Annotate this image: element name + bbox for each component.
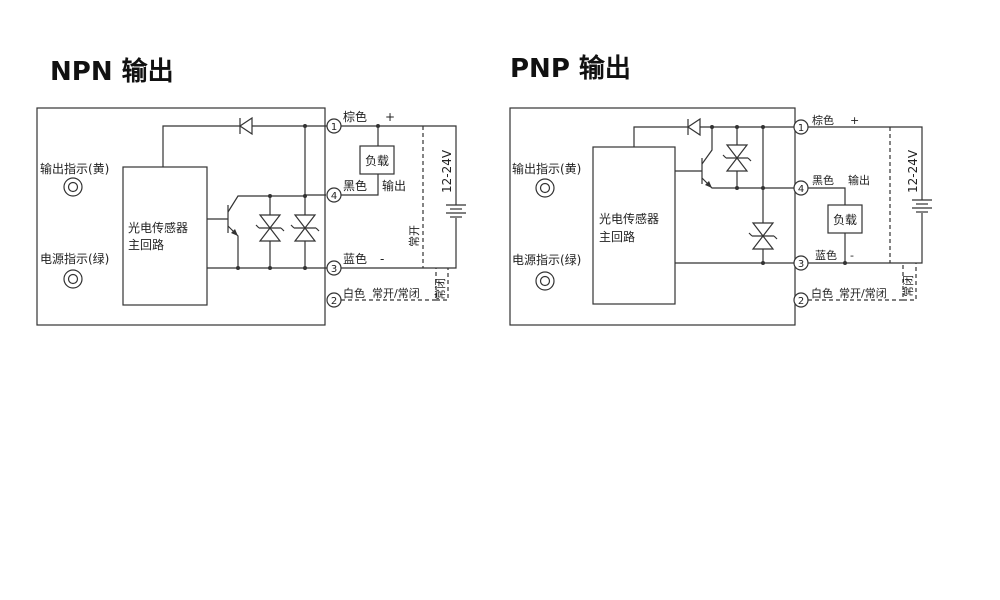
npn-minus-label: - bbox=[380, 252, 384, 266]
npn-no-nc-label: 常开/常闭 bbox=[372, 287, 420, 300]
pnp-wire-white-label: 白色 bbox=[811, 286, 833, 300]
npn-diode-icon bbox=[238, 116, 253, 136]
npn-load-box bbox=[359, 145, 395, 175]
npn-ext-blue bbox=[341, 218, 457, 269]
svg-text:1: 1 bbox=[798, 123, 804, 134]
pnp-load-label: 负载 bbox=[833, 213, 857, 227]
pnp-title: PNP 输出 bbox=[510, 53, 631, 84]
npn-pin-2: 2 bbox=[326, 292, 342, 308]
npn-led-output-inner bbox=[67, 181, 79, 193]
pnp-led-power-label: 电源指示(绿) bbox=[512, 252, 581, 267]
npn-voltage-label: 12-24V bbox=[440, 149, 454, 193]
npn-wire-blue-label: 蓝色 bbox=[343, 252, 367, 266]
npn-led-power-label: 电源指示(绿) bbox=[40, 251, 109, 266]
npn-wire-black-label: 黑色 bbox=[343, 179, 367, 193]
pnp-wire-blue-label: 蓝色 bbox=[815, 248, 837, 262]
pnp-led-power-icon bbox=[535, 271, 555, 291]
svg-text:3: 3 bbox=[331, 264, 337, 275]
npn-node bbox=[268, 266, 272, 270]
npn-led-output-icon bbox=[63, 177, 83, 197]
npn-normally-open-label: 常开 bbox=[408, 225, 421, 247]
pnp-minus-label: - bbox=[850, 249, 854, 262]
pnp-voltage-label: 12-24V bbox=[906, 149, 920, 193]
pnp-node bbox=[843, 261, 847, 265]
pnp-tvs-diode-icon bbox=[722, 127, 752, 188]
pnp-led-output-inner bbox=[539, 182, 551, 194]
npn-pin-4: 4 bbox=[326, 187, 342, 203]
npn-main-circuit-label-1: 光电传感器 bbox=[128, 220, 188, 235]
svg-text:2: 2 bbox=[331, 296, 337, 307]
pnp-main-circuit-label-1: 光电传感器 bbox=[599, 211, 659, 226]
pnp-no-nc-label: 常开/常闭 bbox=[839, 287, 887, 300]
svg-text:4: 4 bbox=[798, 184, 804, 195]
npn-normally-closed-label: 常闭 bbox=[434, 278, 447, 300]
pnp-tvs-diode-icon bbox=[748, 188, 778, 263]
npn-node bbox=[303, 266, 307, 270]
pnp-led-output-label: 输出指示(黄) bbox=[512, 161, 581, 176]
npn-led-output-label: 输出指示(黄) bbox=[40, 161, 109, 176]
pnp-pin-2: 2 bbox=[793, 292, 809, 308]
pnp-plus-label: + bbox=[850, 114, 859, 127]
svg-text:2: 2 bbox=[798, 296, 804, 307]
pnp-pin-1: 1 bbox=[793, 119, 809, 135]
npn-led-power-icon bbox=[63, 269, 83, 289]
pnp-normally-closed-label: 常闭 bbox=[902, 275, 915, 297]
npn-node bbox=[303, 124, 307, 128]
pnp-wire-top bbox=[633, 126, 688, 147]
svg-text:4: 4 bbox=[331, 191, 337, 202]
pnp-pin-4: 4 bbox=[793, 180, 809, 196]
pnp-ext-brown bbox=[808, 126, 923, 200]
npn-wire-black bbox=[341, 174, 379, 196]
npn-wire-brown-label: 棕色 bbox=[343, 109, 367, 124]
pnp-node bbox=[710, 125, 714, 129]
npn-pin-1: 1 bbox=[326, 118, 342, 134]
npn-wire-white-label: 白色 bbox=[343, 286, 365, 300]
pnp-wire-black-label: 黑色 bbox=[812, 173, 834, 187]
npn-load-label: 负载 bbox=[365, 154, 389, 168]
npn-pin-3: 3 bbox=[326, 260, 342, 276]
pnp-wire-black bbox=[808, 187, 846, 205]
pnp-led-power-inner bbox=[539, 275, 551, 287]
npn-node bbox=[236, 266, 240, 270]
npn-wire-top bbox=[162, 125, 240, 167]
npn-title: NPN 输出 bbox=[50, 56, 174, 87]
pnp-wire-brown-label: 棕色 bbox=[812, 113, 834, 127]
npn-tvs-diode-icon bbox=[290, 196, 320, 268]
pnp-battery-icon bbox=[912, 199, 932, 213]
npn-plus-label: + bbox=[385, 110, 395, 124]
npn-diagram: NPN 输出 光电传感器 主回路 输出指示(黄) 电源指示(绿) bbox=[36, 56, 466, 326]
pnp-diode-icon bbox=[686, 117, 701, 137]
pnp-output-label: 输出 bbox=[848, 173, 870, 187]
svg-text:1: 1 bbox=[331, 122, 337, 133]
npn-led-power-inner bbox=[67, 273, 79, 285]
svg-text:3: 3 bbox=[798, 259, 804, 270]
pnp-diagram: PNP 输出 光电传感器 主回路 输出指示(黄) 电源指示(绿) bbox=[509, 53, 932, 326]
pnp-transistor-collector bbox=[701, 127, 713, 165]
npn-tvs-diode-icon bbox=[255, 196, 285, 268]
npn-dashed-closed bbox=[436, 268, 449, 301]
npn-output-label: 输出 bbox=[382, 178, 406, 193]
pnp-transistor-arrow bbox=[705, 181, 712, 188]
npn-main-circuit-label-2: 主回路 bbox=[128, 237, 164, 252]
npn-transistor-collector bbox=[227, 195, 305, 213]
npn-transistor-arrow bbox=[231, 229, 238, 236]
pnp-main-circuit bbox=[592, 146, 676, 305]
pnp-dashed-closed bbox=[903, 263, 917, 301]
npn-ext-brown bbox=[341, 125, 457, 205]
pnp-node bbox=[761, 261, 765, 265]
pnp-load-box bbox=[827, 204, 863, 234]
npn-main-circuit bbox=[122, 166, 208, 306]
pnp-pin-3: 3 bbox=[793, 255, 809, 271]
pnp-led-output-icon bbox=[535, 178, 555, 198]
pnp-main-circuit-label-2: 主回路 bbox=[599, 229, 635, 244]
npn-battery-icon bbox=[446, 204, 466, 218]
